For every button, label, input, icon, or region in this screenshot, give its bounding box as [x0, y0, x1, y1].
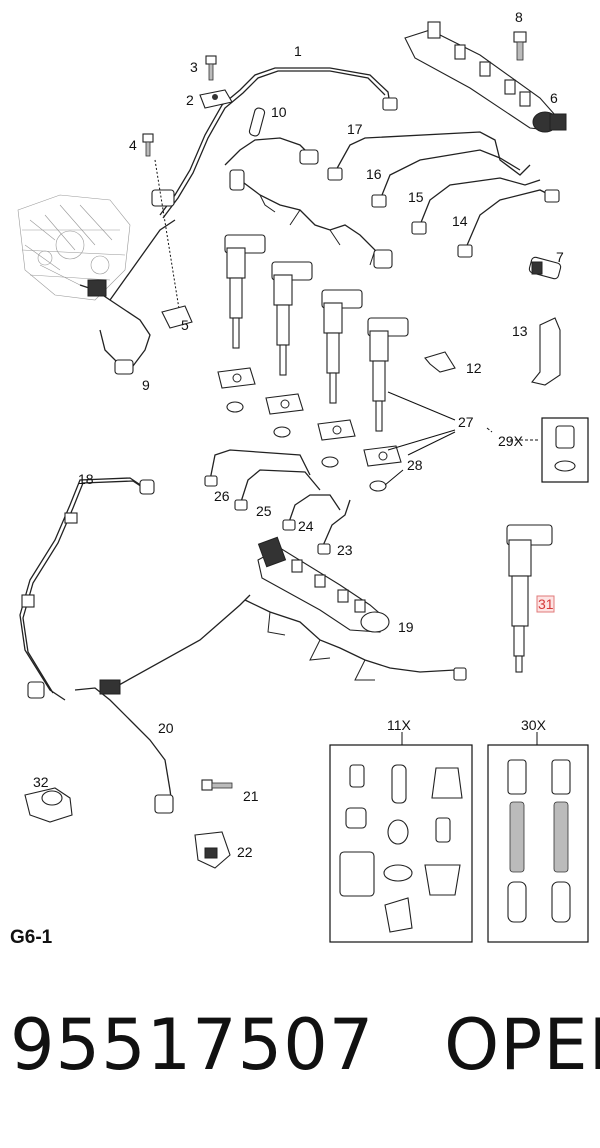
injector-31 [506, 524, 553, 673]
sensor-22 [194, 831, 231, 869]
callout-19: 19 [398, 619, 414, 635]
injector-upper-1 [224, 234, 266, 349]
callout-12: 12 [466, 360, 482, 376]
bolt-4 [142, 133, 154, 157]
callout-22: 22 [237, 844, 253, 860]
callout-labels: 1 2 3 4 5 6 7 8 9 10 11X 12 13 14 15 16 … [33, 9, 564, 860]
callout-31: 31 [538, 596, 554, 612]
callout-10: 10 [271, 104, 287, 120]
callout-31-highlight [536, 595, 555, 613]
section-label: G6-1 [10, 927, 53, 948]
callout-26: 26 [214, 488, 230, 504]
callout-17: 17 [347, 121, 363, 137]
callout-8: 8 [515, 9, 523, 25]
engine-block-illustration [17, 194, 131, 301]
injector-upper-3 [321, 289, 363, 404]
callout-29x: 29X [498, 433, 524, 449]
fuel-rail-19 [257, 536, 390, 633]
callout-32: 32 [33, 774, 49, 790]
callout-15: 15 [408, 189, 424, 205]
bracket-13 [531, 317, 561, 386]
part-number: 95517507 [10, 1004, 375, 1086]
callout-6: 6 [550, 90, 558, 106]
clip-5 [161, 305, 193, 329]
callout-18: 18 [78, 471, 94, 487]
injector-upper-2 [271, 261, 313, 376]
injector-pipes-23-26 [204, 449, 351, 555]
callout-4: 4 [129, 137, 137, 153]
kit-30x-box [487, 732, 589, 943]
callout-11x: 11X [387, 717, 412, 733]
injector-upper-4 [367, 317, 409, 432]
callout-27: 27 [458, 414, 474, 430]
callout-28: 28 [407, 457, 423, 473]
part-number-footer: 95517507 OPEL [10, 1010, 600, 1080]
fuel-rail-6 [404, 21, 567, 133]
fuel-pipe-9 [79, 284, 151, 371]
callout-13: 13 [512, 323, 528, 339]
callout-7: 7 [556, 249, 564, 265]
callout-20: 20 [158, 720, 174, 736]
callout-14: 14 [452, 213, 468, 229]
callout-24: 24 [298, 518, 314, 534]
callout-3: 3 [190, 59, 198, 75]
callout-16: 16 [366, 166, 382, 182]
callout-1: 1 [294, 43, 302, 59]
sleeve-10 [248, 107, 266, 137]
return-line-lower [244, 599, 461, 681]
kit-11x-box [329, 732, 473, 943]
callout-2: 2 [186, 92, 194, 108]
return-line-harness [224, 137, 386, 266]
bolt-8 [513, 31, 527, 61]
fuel-pipe-18-20 [19, 477, 251, 814]
brand-name: OPEL [444, 1004, 600, 1086]
callout-5: 5 [181, 317, 189, 333]
callout-25: 25 [256, 503, 272, 519]
kit-29x-box [541, 417, 589, 483]
bolt-21 [201, 779, 233, 791]
sensor-7 [528, 256, 562, 280]
callout-30x: 30X [521, 717, 547, 733]
clip-12 [424, 351, 456, 373]
callout-23: 23 [337, 542, 353, 558]
injector-pipes-14-17 [327, 131, 560, 258]
fuel-pipe-1 [159, 67, 391, 216]
injector-clamps [217, 367, 402, 492]
callout-9: 9 [142, 377, 150, 393]
bracket-32 [24, 787, 73, 823]
bolt-3 [205, 55, 217, 81]
callout-21: 21 [243, 788, 259, 804]
